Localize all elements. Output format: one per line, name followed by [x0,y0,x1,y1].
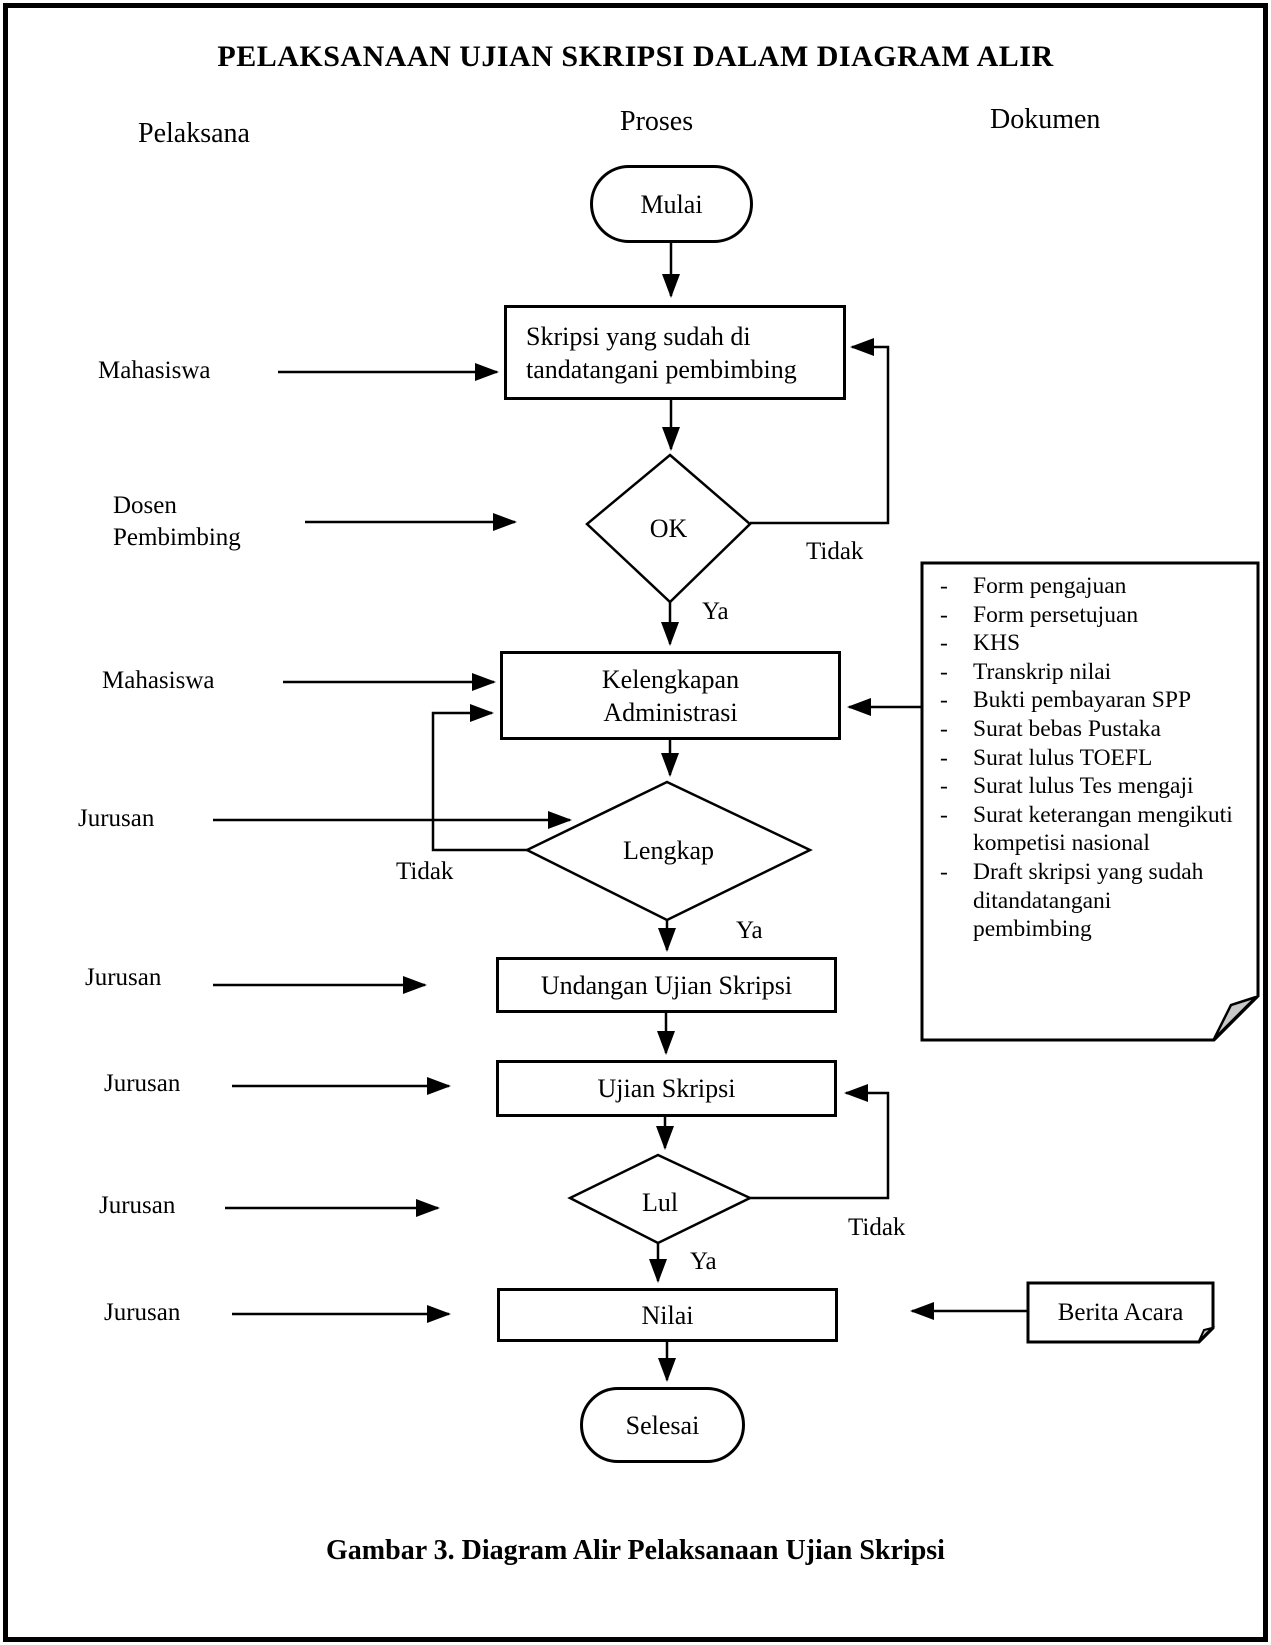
ok-no-label: Tidak [806,538,864,565]
arrow-ok-tidak-loop [750,338,890,525]
actor-jurusan-4: Jurusan [99,1192,176,1219]
ok-diamond [585,453,752,604]
lulus-decision-label: Lul [641,1188,679,1217]
ujian-process-node: Ujian Skripsi [496,1060,837,1117]
start-node-label: Mulai [640,189,703,219]
kelengkapan-process-node: Kelengkapan Administrasi [500,651,841,740]
lengkap-decision-label: Lengkap [623,836,714,865]
ujian-node-label: Ujian Skripsi [597,1074,736,1103]
actor-jurusan-2: Jurusan [85,964,162,991]
lulus-no-label: Tidak [848,1214,906,1241]
actor-dosen-pembimbing: Dosen Pembimbing [113,492,241,551]
list-item: -Form persetujuan [940,601,1139,628]
actor-jurusan-3: Jurusan [104,1070,181,1097]
actor-mahasiswa-2: Mahasiswa [102,667,215,694]
list-item: -Surat keterangan mengikuti kompetisi na… [940,801,1233,857]
skripsi-process-node: Skripsi yang sudah di tandatangani pembi… [504,305,846,400]
skripsi-node-line1: Skripsi yang sudah di [526,321,751,351]
list-item: -KHS [940,630,1021,657]
list-item: -Draft skripsi yang sudah ditandatangani… [940,858,1204,943]
column-header-proses: Proses [620,106,694,137]
page-title: PELAKSANAAN UJIAN SKRIPSI DALAM DIAGRAM … [217,40,1054,73]
ok-decision-label: OK [649,513,688,543]
arrow-lulus-tidak-loop [750,1084,890,1200]
actor-jurusan-5: Jurusan [104,1299,181,1326]
lulus-yes-label: Ya [690,1248,717,1275]
figure-caption: Gambar 3. Diagram Alir Pelaksanaan Ujian… [326,1535,945,1566]
page-border [3,3,1268,1642]
undangan-node-label: Undangan Ujian Skripsi [540,970,793,1000]
lulus-diamond [567,1153,753,1245]
skripsi-node-line2: tandatangani pembimbing [526,354,797,384]
nilai-node-label: Nilai [641,1300,694,1330]
requirements-document-fold [1212,995,1257,1040]
end-node-label: Selesai [625,1410,700,1440]
actor-jurusan-1: Jurusan [78,805,155,832]
lengkap-yes-label: Ya [736,917,763,944]
list-item: -Surat lulus Tes mengaji [940,773,1194,800]
undangan-process-node: Undangan Ujian Skripsi [496,957,837,1013]
column-header-pelaksana: Pelaksana [138,118,250,149]
start-node: Mulai [590,165,753,243]
berita-acara-document-fold [1198,1326,1216,1342]
actor-mahasiswa-1: Mahasiswa [98,357,211,384]
end-node: Selesai [580,1387,745,1463]
requirements-document-list: -Form pengajuan -Form persetujuan -KHS -… [940,572,1240,944]
list-item: -Form pengajuan [940,573,1127,599]
column-header-dokumen: Dokumen [990,104,1101,135]
berita-acara-label: Berita Acara [1057,1298,1184,1326]
lengkap-diamond [524,780,813,922]
lengkap-no-label: Tidak [396,858,454,885]
ok-yes-label: Ya [702,598,729,625]
list-item: -Surat bebas Pustaka [940,715,1161,742]
arrow-lengkap-tidak-loop [431,704,527,852]
kelengkapan-node-line2: Administrasi [603,697,738,727]
nilai-process-node: Nilai [497,1288,838,1342]
kelengkapan-node-line1: Kelengkapan [601,664,740,694]
list-item: -Surat lulus TOEFL [940,744,1153,771]
list-item: -Transkrip nilai [940,658,1112,685]
list-item: -Bukti pembayaran SPP [940,687,1192,714]
